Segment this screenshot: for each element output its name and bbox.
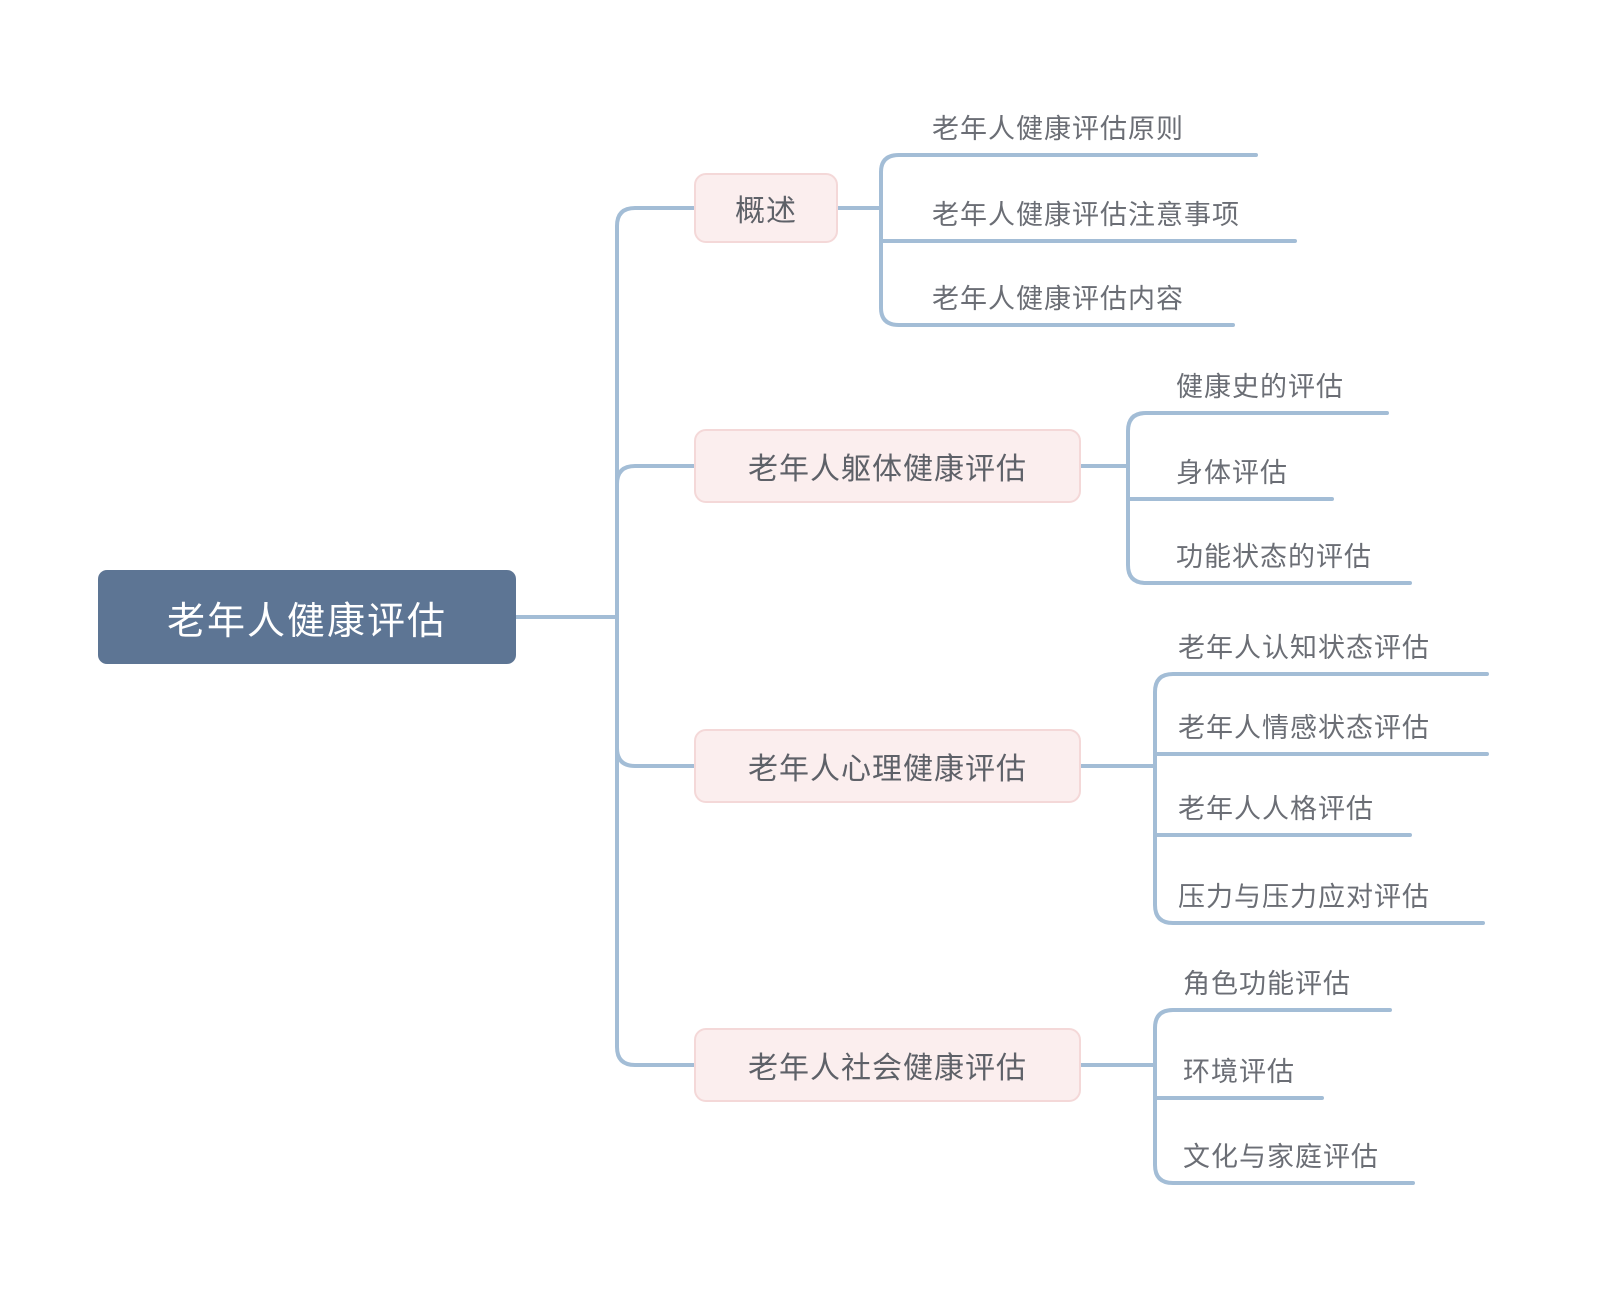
branch-node-mental[interactable]: 老年人心理健康评估 — [694, 729, 1081, 803]
leaf-node-overview-2-label: 老年人健康评估注意事项 — [932, 200, 1240, 230]
branch-node-overview[interactable]: 概述 — [694, 173, 838, 243]
leaf-node-mental-4[interactable]: 压力与压力应对评估 — [1178, 868, 1478, 914]
leaf-node-physical-2[interactable]: 身体评估 — [1176, 444, 1356, 490]
leaf-node-overview-1-label: 老年人健康评估原则 — [932, 114, 1184, 144]
wire-trunk-to-physical — [615, 464, 696, 619]
leaf-node-mental-1[interactable]: 老年人认知状态评估 — [1178, 619, 1478, 665]
branch-node-overview-label: 概述 — [735, 195, 797, 228]
leaf-node-social-2[interactable]: 环境评估 — [1183, 1043, 1363, 1089]
wire-mental-child-2 — [1153, 752, 1489, 768]
leaf-node-physical-1[interactable]: 健康史的评估 — [1176, 358, 1396, 404]
leaf-node-mental-1-label: 老年人认知状态评估 — [1178, 633, 1430, 663]
wire-trunk-to-social — [615, 615, 696, 1067]
leaf-node-social-1[interactable]: 角色功能评估 — [1183, 955, 1403, 1001]
leaf-node-mental-2-label: 老年人情感状态评估 — [1178, 713, 1430, 743]
branch-node-social[interactable]: 老年人社会健康评估 — [694, 1028, 1081, 1102]
leaf-node-mental-4-label: 压力与压力应对评估 — [1178, 882, 1430, 912]
root-node-label: 老年人健康评估 — [166, 600, 447, 643]
leaf-node-physical-2-label: 身体评估 — [1176, 458, 1288, 488]
branch-node-social-label: 老年人社会健康评估 — [748, 1052, 1027, 1085]
leaf-node-mental-3-label: 老年人人格评估 — [1178, 794, 1374, 824]
leaf-node-overview-3-label: 老年人健康评估内容 — [932, 284, 1184, 314]
leaf-node-physical-3-label: 功能状态的评估 — [1176, 542, 1372, 572]
wire-trunk-to-overview — [615, 206, 696, 619]
wire-trunk-to-mental — [615, 615, 696, 768]
leaf-node-overview-3[interactable]: 老年人健康评估内容 — [932, 270, 1232, 316]
branch-node-physical[interactable]: 老年人躯体健康评估 — [694, 429, 1081, 503]
leaf-node-physical-3[interactable]: 功能状态的评估 — [1176, 528, 1426, 574]
leaf-node-social-2-label: 环境评估 — [1183, 1057, 1295, 1087]
leaf-node-social-3-label: 文化与家庭评估 — [1183, 1142, 1379, 1172]
leaf-node-social-1-label: 角色功能评估 — [1183, 969, 1351, 999]
branch-node-physical-label: 老年人躯体健康评估 — [748, 453, 1027, 486]
leaf-node-overview-2[interactable]: 老年人健康评估注意事项 — [932, 186, 1292, 232]
root-node[interactable]: 老年人健康评估 — [98, 570, 516, 664]
leaf-node-physical-1-label: 健康史的评估 — [1176, 372, 1344, 402]
leaf-node-social-3[interactable]: 文化与家庭评估 — [1183, 1128, 1433, 1174]
leaf-node-mental-2[interactable]: 老年人情感状态评估 — [1178, 699, 1478, 745]
leaf-node-overview-1[interactable]: 老年人健康评估原则 — [932, 100, 1232, 146]
branch-node-mental-label: 老年人心理健康评估 — [748, 753, 1027, 786]
leaf-node-mental-3[interactable]: 老年人人格评估 — [1178, 780, 1428, 826]
